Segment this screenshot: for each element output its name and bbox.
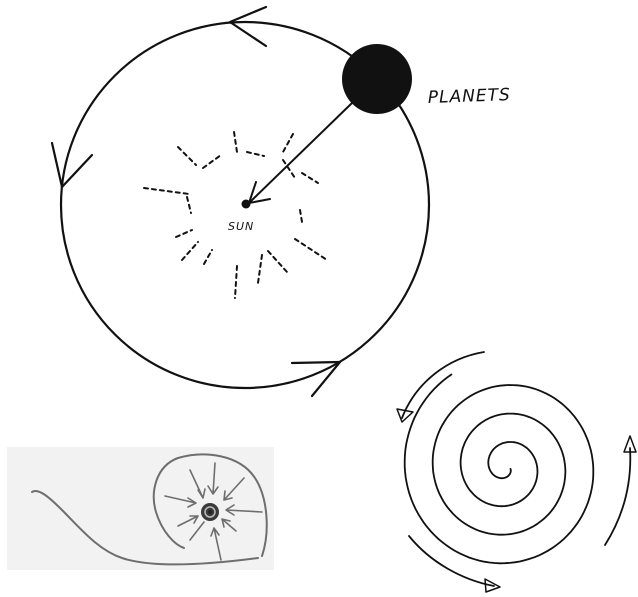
flow-arc-right: [605, 448, 630, 545]
flow-arrow-top-left: [397, 409, 413, 422]
sketch-photo-background: [7, 447, 274, 570]
sun-dot: [242, 200, 251, 209]
orbit-arrow-left: [52, 143, 92, 187]
orbit-arrow-top: [230, 7, 266, 46]
gravity-arrow-shaft: [249, 103, 352, 203]
planets-label: PLANETS: [427, 85, 511, 108]
spiral-sketch: [397, 352, 636, 592]
flow-arc-top-left: [402, 352, 484, 418]
orbit-sketch: PLANETS SUN: [52, 7, 511, 396]
infall-sketch: [7, 447, 274, 570]
spiral-line: [405, 375, 594, 564]
sun-rays: [144, 132, 327, 298]
planet: [342, 44, 412, 114]
sun-label: SUN: [228, 220, 254, 233]
